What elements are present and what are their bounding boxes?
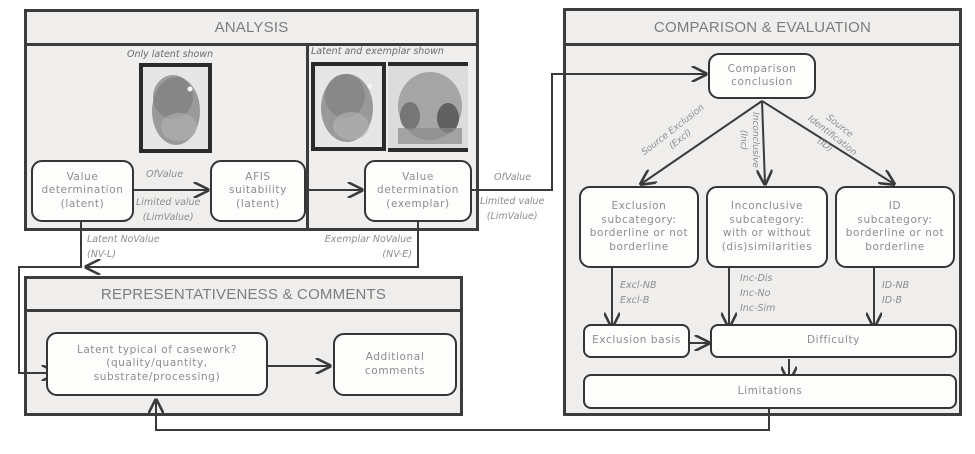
label-limvalue-1: Limited value (LimValue) (136, 197, 201, 223)
node-afis-suitability-latent: AFIS suitability (latent) (210, 160, 306, 222)
analysis-header: ANALYSIS (27, 12, 476, 46)
label-inc-codes: Inc-Dis Inc-No Inc-Sim (740, 273, 776, 314)
label-inconclusive: Inconclusive (Inc) (738, 112, 760, 168)
comparison-header: COMPARISON & EVALUATION (566, 11, 959, 46)
node-exclusion-subcategory: Exclusion subcategory: borderline or not… (579, 186, 699, 268)
node-id-subcategory: ID subcategory: borderline or not border… (835, 186, 955, 268)
node-difficulty: Difficulty (710, 324, 957, 358)
caption-only-latent: Only latent shown (127, 49, 214, 60)
node-comparison-conclusion: Comparison conclusion (708, 53, 816, 99)
label-ofvalue-1: OfValue (146, 169, 184, 180)
node-inconclusive-subcategory: Inconclusive subcategory: with or withou… (706, 186, 828, 268)
exemplar-fingerprint-image (388, 62, 468, 152)
label-id-codes: ID-NB ID-B (882, 280, 910, 306)
analysis-title: ANALYSIS (214, 19, 289, 36)
comparison-title: COMPARISON & EVALUATION (653, 18, 872, 36)
node-exclusion-basis: Exclusion basis (583, 324, 690, 358)
node-additional-comments: Additional comments (333, 333, 457, 396)
representativeness-header: REPRESENTATIVENESS & COMMENTS (27, 279, 460, 312)
label-excl-codes: Excl-NB Excl-B (620, 280, 657, 306)
label-exemplar-novalue: Exemplar NoValue (NV-E) (324, 234, 412, 260)
latent-fingerprint-image-pair (311, 62, 386, 151)
label-ofvalue-2: OfValue (494, 172, 532, 183)
caption-latent-exemplar: Latent and exemplar shown (311, 46, 444, 57)
analysis-column-divider (306, 46, 309, 228)
label-limvalue-2: Limited value (LimValue) (480, 196, 545, 222)
node-value-determination-exemplar: Value determination (exemplar) (364, 160, 472, 222)
representativeness-title: REPRESENTATIVENESS & COMMENTS (100, 285, 387, 303)
node-value-determination-latent: Value determination (latent) (31, 160, 134, 222)
latent-fingerprint-image (139, 63, 212, 153)
label-latent-novalue: Latent NoValue (NV-L) (87, 234, 160, 260)
node-latent-typical-of-casework: Latent typical of casework? (quality/qua… (46, 332, 268, 396)
node-limitations: Limitations (583, 374, 957, 409)
